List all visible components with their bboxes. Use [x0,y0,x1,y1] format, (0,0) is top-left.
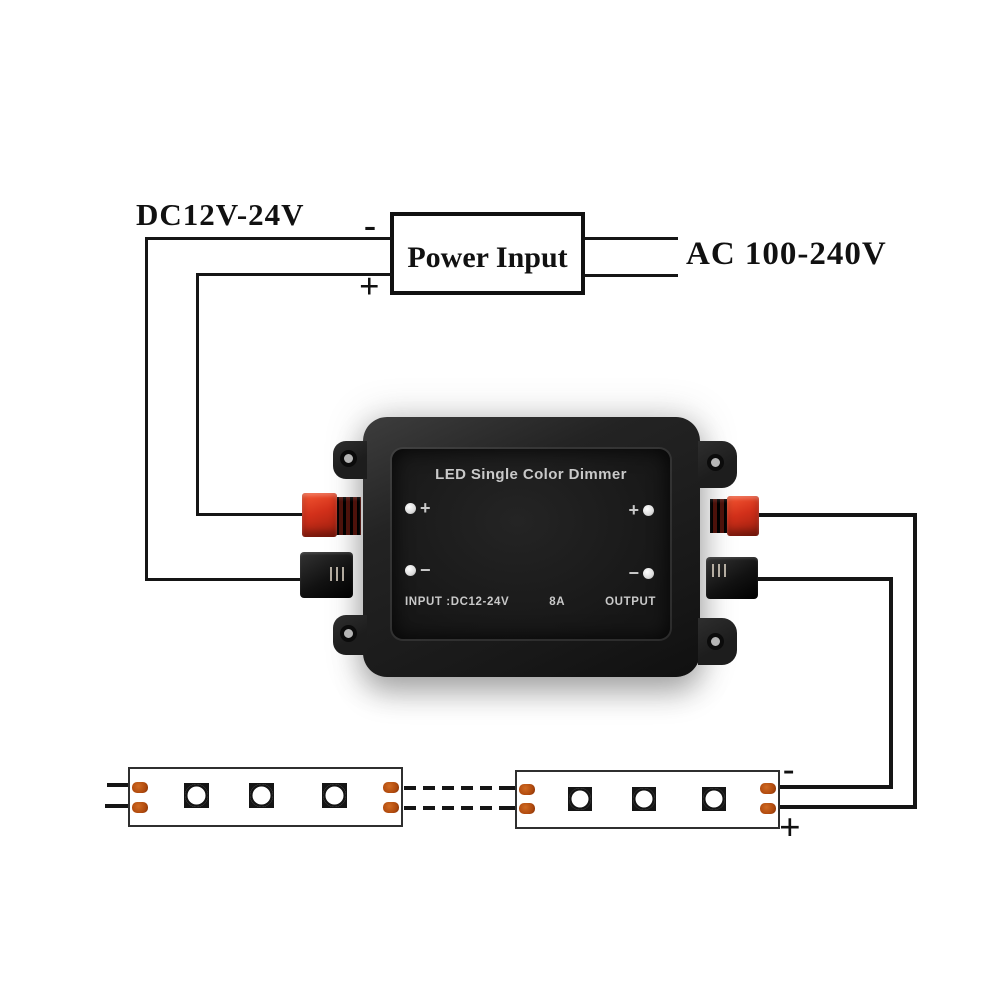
terminal-output-plus: + [628,501,654,519]
wire-output-plus-horizontal [755,513,917,517]
dimmer-faceplate: LED Single Color Dimmer + − + − INPUT :D… [392,449,670,639]
terminal-sign: − [628,563,639,583]
power-input-box: Power Input [390,212,585,295]
screw-hole-icon [340,625,357,642]
dc-voltage-label: DC12V-24V [136,197,305,232]
device-current-rating: 8A [549,596,566,608]
terminal-contacts-icon [330,567,347,581]
solder-pad [519,784,535,795]
solder-pad [132,782,148,793]
wire-output-minus-to-strip [779,785,893,789]
solder-pad [383,802,399,813]
led-chip [249,783,274,808]
terminal-contacts-icon [712,564,729,577]
strip-plus-label: + [779,807,801,849]
input-minus-black-clip [300,552,353,598]
power-input-box-label: Power Input [407,240,568,274]
terminal-input-plus: + [405,499,431,517]
solder-pad [760,803,776,814]
wire-strip1-stub-top [107,783,128,787]
terminal-dot-icon [405,502,416,514]
solder-pad [519,803,535,814]
solder-pad [383,782,399,793]
wire-ac-top [583,237,678,240]
terminal-output-minus: − [628,564,654,582]
terminal-dot-icon [643,504,654,516]
screw-hole-icon [707,633,724,650]
led-chip [632,787,656,811]
ac-voltage-label: AC 100-240V [686,236,887,272]
terminal-sign: + [628,500,639,520]
solder-pad [760,783,776,794]
power-input-minus-label: - [364,205,376,245]
wire-strip1-stub-bottom [105,804,128,808]
output-minus-black-clip [706,557,758,599]
wire-output-minus-horizontal [753,577,893,581]
wire-dc-plus-horizontal [196,273,392,276]
wire-dc-minus-vertical [145,237,148,581]
mounting-ear-bottom-right [698,618,737,665]
strip-minus-label: - [783,751,795,788]
wire-output-minus-vertical [889,577,893,789]
terminal-dot-icon [405,564,416,576]
led-strip-1 [128,767,403,827]
output-plus-red-clip [727,496,759,536]
device-title: LED Single Color Dimmer [435,466,627,483]
screw-hole-icon [707,454,724,471]
wire-dc-minus-to-input [145,578,305,581]
mounting-ear-top-right [698,441,737,488]
device-input-label: INPUT :DC12-24V [405,596,510,608]
led-chip [322,783,347,808]
led-chip-row [130,769,401,825]
input-plus-terminal-block [336,497,361,535]
terminal-dot-icon [643,567,654,579]
dimmer-device: LED Single Color Dimmer + − + − INPUT :D… [300,417,759,677]
solder-pad [132,802,148,813]
terminal-sign: − [420,560,431,580]
wire-ac-bottom [583,274,678,277]
input-plus-red-clip [302,493,337,537]
wire-output-plus-vertical [913,513,917,809]
led-chip [568,787,592,811]
led-strip-2 [515,770,780,829]
device-spec-row: INPUT :DC12-24V 8A OUTPUT [405,596,656,608]
wire-strip-link-bottom-dashed [404,806,516,810]
terminal-sign: + [420,498,431,518]
output-plus-terminal-block [710,499,728,533]
wire-dc-plus-vertical [196,273,199,516]
wire-dc-minus-horizontal [145,237,392,240]
wire-dc-plus-to-input [196,513,306,516]
led-chip [184,783,209,808]
mounting-ear-top-left [333,441,367,479]
led-chip-row [517,772,778,827]
wire-output-plus-to-strip [779,805,917,809]
device-output-label: OUTPUT [605,596,656,608]
screw-hole-icon [340,450,357,467]
terminal-input-minus: − [405,561,431,579]
led-chip [702,787,726,811]
power-input-plus-label: + [359,266,380,306]
wire-strip-link-top-dashed [404,786,516,790]
mounting-ear-bottom-left [333,615,367,655]
